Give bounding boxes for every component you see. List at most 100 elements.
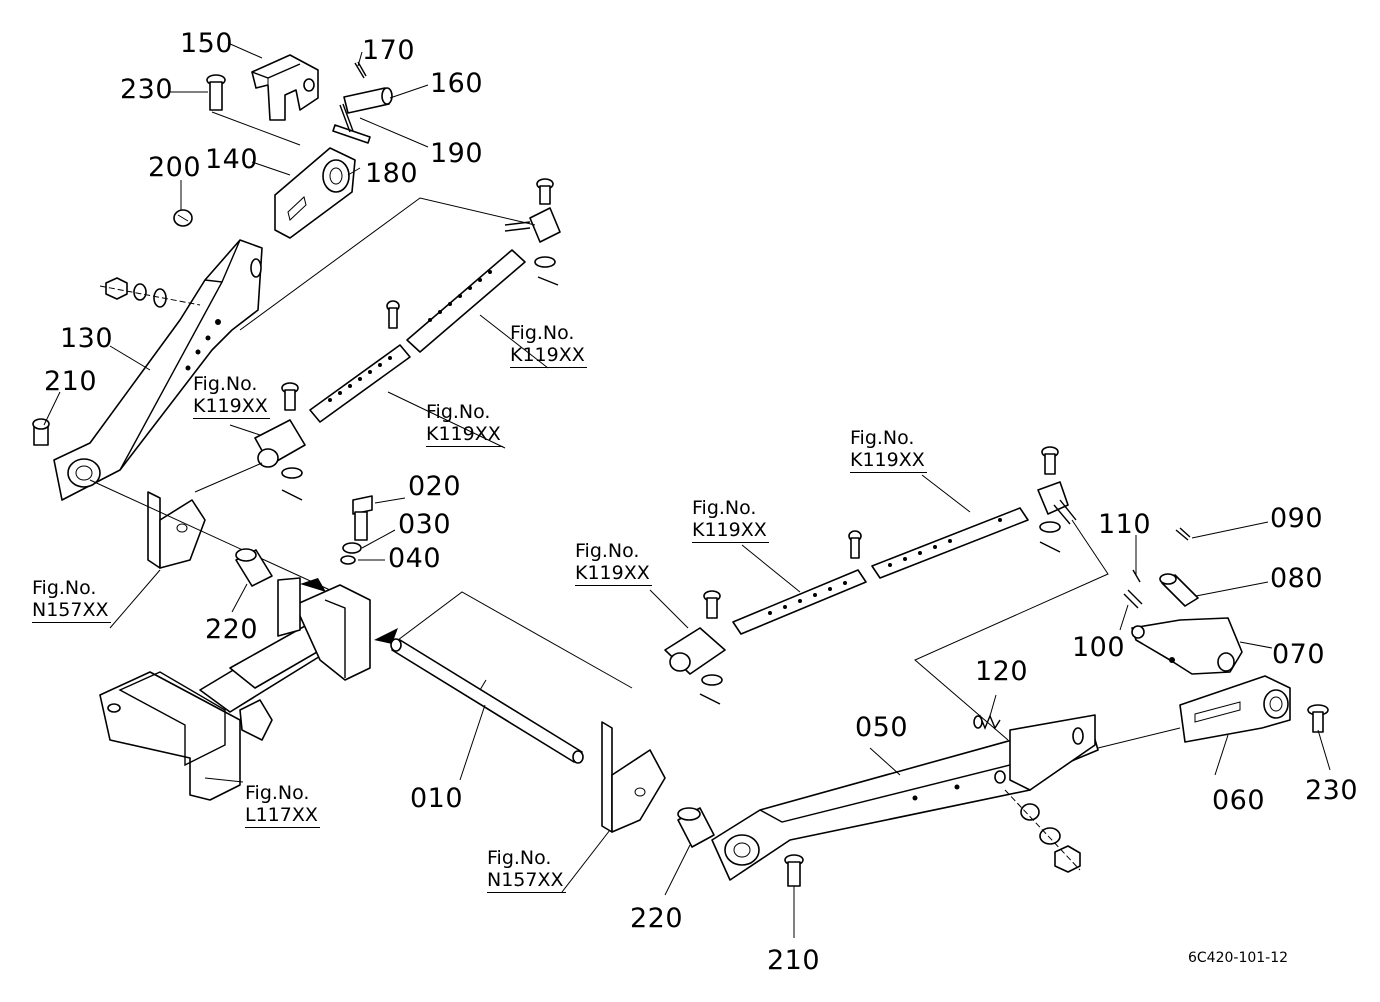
fig-ref-l117: Fig.No. L117XX xyxy=(245,782,320,828)
mounting-plate-left xyxy=(147,491,206,569)
part-label-180: 180 xyxy=(365,158,419,189)
part-label-140: 140 xyxy=(205,144,259,175)
arrow-b xyxy=(374,628,398,644)
fig-ref-n157-right: Fig.No. N157XX xyxy=(487,847,566,893)
part-label-050: 050 xyxy=(855,712,909,743)
part-label-030: 030 xyxy=(398,509,452,540)
fig-ref-code: K119XX xyxy=(692,518,769,543)
clevis-upper-right xyxy=(504,178,561,286)
fig-ref-k119-e: Fig.No. K119XX xyxy=(692,497,769,543)
fig-ref-label: Fig.No. xyxy=(426,401,491,423)
part-label-130: 130 xyxy=(60,323,114,354)
stud-230-upper xyxy=(206,74,226,111)
pin-080 xyxy=(1159,573,1199,607)
pin-160 xyxy=(343,87,393,114)
drawing-code: 6C420-101-12 xyxy=(1188,950,1289,966)
clevis-upper-left xyxy=(254,382,306,501)
check-rod-upper xyxy=(309,249,526,423)
fig-ref-code: N157XX xyxy=(487,868,566,893)
part-label-230-lower: 230 xyxy=(1305,775,1359,806)
pins-100-110 xyxy=(1123,569,1143,609)
fig-ref-code: K119XX xyxy=(193,394,270,419)
leader-shaft-clevis xyxy=(397,591,633,689)
bracket-070 xyxy=(1131,617,1243,675)
part-label-170: 170 xyxy=(362,35,416,66)
pin-180 xyxy=(332,124,371,144)
fig-ref-k119-d: Fig.No. K119XX xyxy=(850,427,927,473)
fig-ref-label: Fig.No. xyxy=(692,497,757,519)
part-label-070: 070 xyxy=(1272,639,1326,670)
part-label-210-upper: 210 xyxy=(44,366,98,397)
leader-rod-arm xyxy=(914,519,1109,741)
part-label-080: 080 xyxy=(1270,563,1324,594)
lift-arm-050 xyxy=(711,714,1099,881)
mounting-plate-right xyxy=(601,721,666,833)
leader-pivot-left xyxy=(89,479,331,591)
fig-ref-code: N157XX xyxy=(32,598,111,623)
fig-ref-code: K119XX xyxy=(510,343,587,368)
part-label-020: 020 xyxy=(408,471,462,502)
bolt-020 xyxy=(352,495,373,541)
part-label-150: 150 xyxy=(180,28,234,59)
stud-230-lower xyxy=(1307,704,1329,733)
washer-040 xyxy=(340,555,356,565)
fig-ref-label: Fig.No. xyxy=(510,322,575,344)
part-label-040: 040 xyxy=(388,543,442,574)
arrow-a xyxy=(300,578,326,592)
part-label-060: 060 xyxy=(1212,785,1266,816)
fig-ref-label: Fig.No. xyxy=(193,373,258,395)
clevis-lower-right xyxy=(1037,446,1077,553)
part-label-010: 010 xyxy=(410,783,464,814)
part-label-100: 100 xyxy=(1072,632,1126,663)
fig-ref-code: K119XX xyxy=(850,448,927,473)
fig-ref-k119-b: Fig.No. K119XX xyxy=(193,373,270,419)
cross-shaft-010 xyxy=(390,638,584,764)
part-label-120: 120 xyxy=(975,656,1029,687)
nut-washer-set-upper xyxy=(99,277,201,308)
check-rod-lower xyxy=(732,507,1029,635)
top-link-bracket-150 xyxy=(251,54,319,121)
part-label-190: 190 xyxy=(430,138,484,169)
fig-ref-code: K119XX xyxy=(426,422,503,447)
fig-ref-code: K119XX xyxy=(575,561,652,586)
clevis-lower-left xyxy=(664,590,726,705)
fig-ref-label: Fig.No. xyxy=(245,782,310,804)
part-label-220-left: 220 xyxy=(205,614,259,645)
part-label-210-lower: 210 xyxy=(767,945,821,976)
fig-ref-label: Fig.No. xyxy=(575,540,640,562)
cotter-pin-090 xyxy=(1175,527,1191,541)
part-label-220-right: 220 xyxy=(630,903,684,934)
fig-ref-code: L117XX xyxy=(245,803,320,828)
part-label-200: 200 xyxy=(148,152,202,183)
spring-120 xyxy=(973,714,1001,730)
leader-path-mid xyxy=(194,462,263,493)
leader-arm-link xyxy=(1097,727,1181,749)
part-label-090: 090 xyxy=(1270,503,1324,534)
part-label-230-upper: 230 xyxy=(120,74,174,105)
stud-210-upper xyxy=(32,418,50,446)
main-frame-bracket xyxy=(99,577,371,801)
fig-ref-k119-f: Fig.No. K119XX xyxy=(575,540,652,586)
bush-220-left xyxy=(235,548,273,587)
leader-path-upper xyxy=(239,197,536,331)
part-label-110: 110 xyxy=(1098,509,1152,540)
nut-washer-set-lower xyxy=(1004,789,1081,873)
bracket-140 xyxy=(274,147,356,239)
fig-ref-label: Fig.No. xyxy=(32,577,97,599)
stud-210-lower xyxy=(784,854,804,887)
fig-ref-k119-a: Fig.No. K119XX xyxy=(510,322,587,368)
part-leader-lines xyxy=(43,42,1331,938)
fig-ref-k119-c: Fig.No. K119XX xyxy=(426,401,503,447)
grease-nipple-200 xyxy=(173,209,193,227)
fig-ref-label: Fig.No. xyxy=(850,427,915,449)
link-060 xyxy=(1179,675,1291,743)
lift-arm-130 xyxy=(53,239,263,501)
spring-pin-190 xyxy=(339,103,354,133)
part-label-160: 160 xyxy=(430,68,484,99)
cotter-pin-170 xyxy=(354,61,367,79)
fig-ref-label: Fig.No. xyxy=(487,847,552,869)
bush-220-right xyxy=(677,807,715,848)
fig-ref-n157-left: Fig.No. N157XX xyxy=(32,577,111,623)
washer-030 xyxy=(342,542,362,554)
